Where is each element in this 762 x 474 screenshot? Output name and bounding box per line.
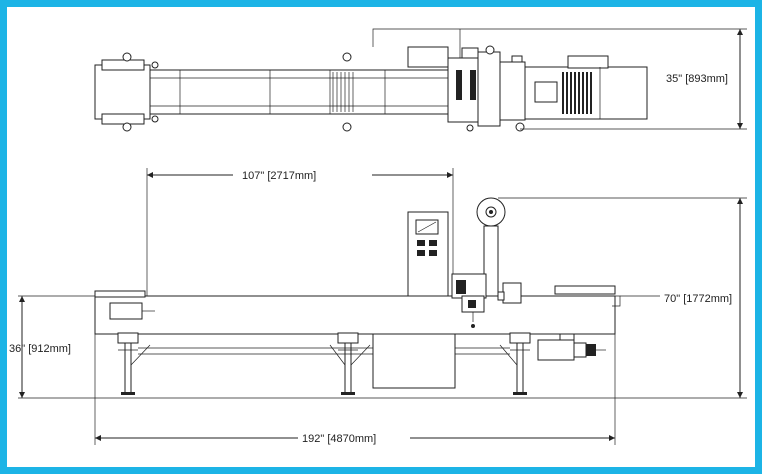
top-depth-label: 35" [893mm] [666,73,728,85]
top-view [94,28,747,132]
top-conveyor-body [94,69,456,115]
side-legs [117,332,531,395]
top-infeed-end [94,64,151,120]
center-span-label: 107" [2717mm] [242,170,316,182]
top-stripes-2 [562,72,592,114]
overall-height-label: 70" [1772mm] [664,293,732,305]
side-motor [537,339,575,361]
side-infeed-box [109,302,143,320]
side-print-tower [483,225,499,297]
top-cabinet [407,46,449,68]
overall-length-label: 192" [4870mm] [302,433,376,445]
table-height-label: 36" [912mm] [9,343,71,355]
side-lower-box [372,333,456,389]
top-stripes-1 [332,72,354,112]
side-conveyor-bed [94,295,616,335]
side-view [18,168,747,445]
